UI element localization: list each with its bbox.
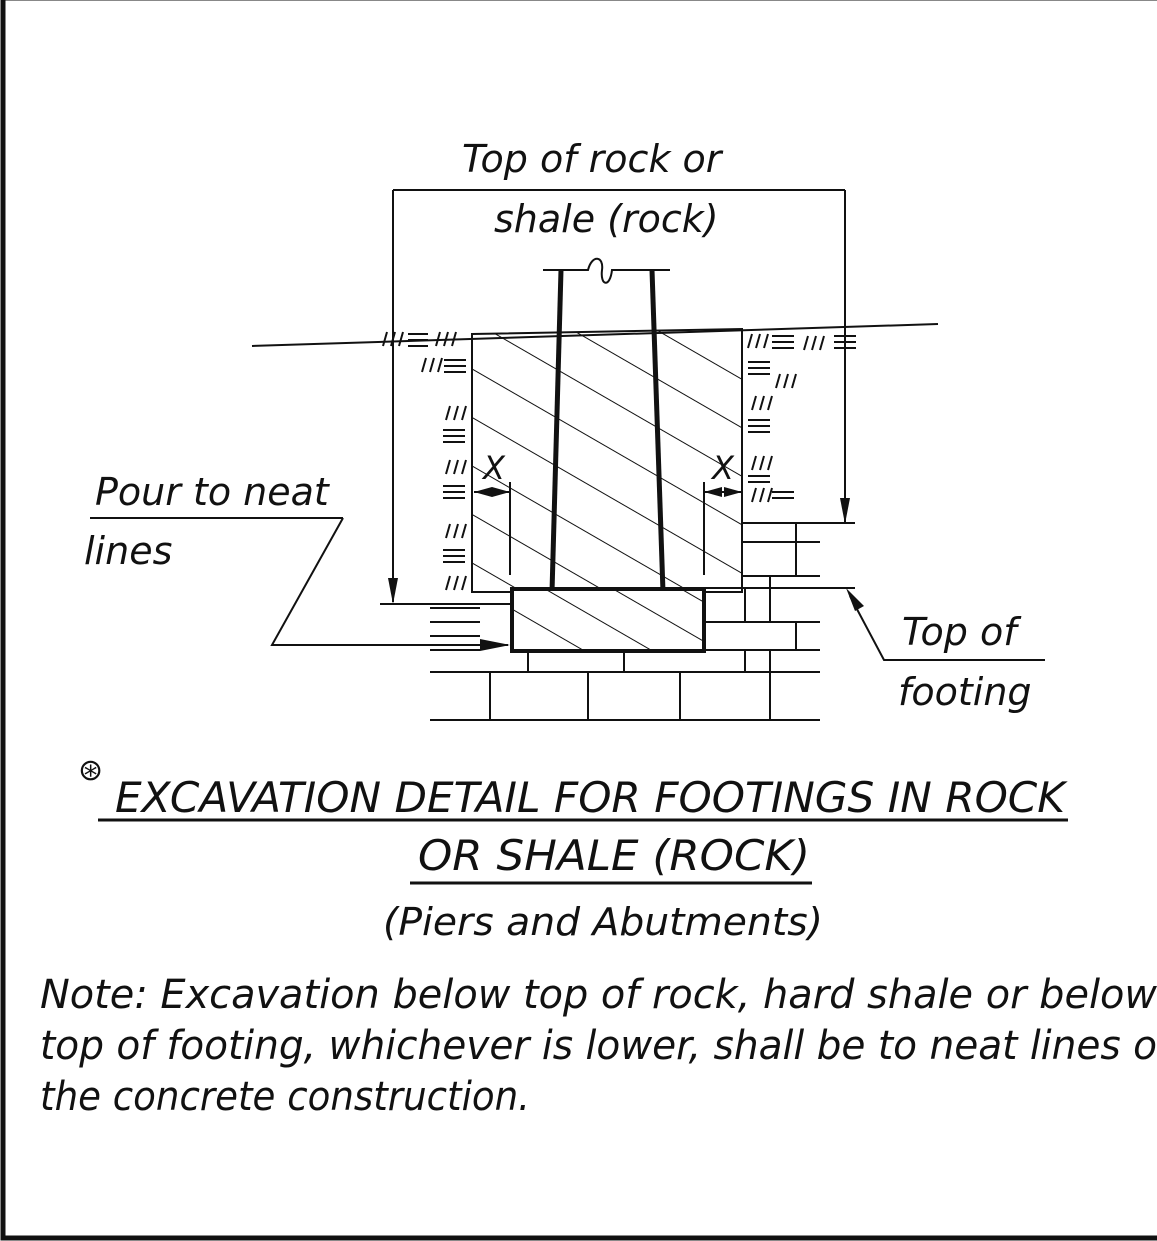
label-top-of-rock-1: Top of rock or [462,137,724,181]
label-pour-1: Pour to neat [95,470,331,514]
bracket-arrow-right [840,498,850,524]
note-line-3: the concrete construction. [40,1074,530,1120]
note-line-1: Note: Excavation below top of rock, hard… [40,972,1157,1018]
label-top-footing-2: footing [898,670,1032,714]
x-arrow-right-a [724,487,742,497]
footing-leader [849,595,1045,661]
excavation-hatch [471,327,743,593]
soil-symbols-left [382,331,480,651]
x-arrow-left-a [474,487,492,497]
title-subtitle: (Piers and Abutments) [383,900,823,944]
x-arrow-left-b [492,487,510,497]
title-line-2: OR SHALE (ROCK) [418,831,810,880]
x-arrow-right-b [704,487,722,497]
note-line-2: top of footing, whichever is lower, shal… [40,1023,1157,1069]
footing-hatch [514,591,702,649]
dim-label-left: X [481,449,506,487]
pour-arrow [480,639,510,651]
soil-symbols-right [747,333,856,503]
title-symbol: ⊛ [78,753,103,788]
footing-arrow [846,588,864,611]
bracket-arrow-left [388,578,398,604]
pour-leader [90,517,508,646]
rock-pattern [430,522,855,721]
label-top-footing-1: Top of [902,610,1022,654]
dim-label-right: X [710,449,735,487]
title-line-1: EXCAVATION DETAIL FOR FOOTINGS IN ROCK [115,773,1068,822]
label-top-of-rock-2: shale (rock) [494,197,719,241]
top-of-rock-bracket [392,189,846,602]
label-pour-2: lines [84,529,172,573]
